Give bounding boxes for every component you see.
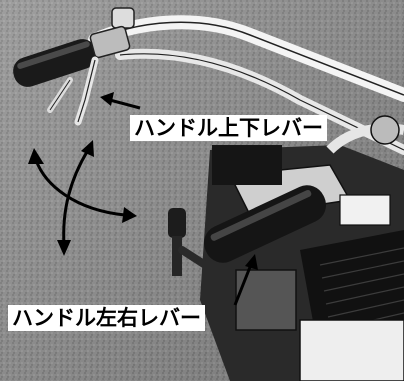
left-right-lever-arrow [233, 254, 258, 306]
handle-up-down-lever-label: ハンドル上下レバー [130, 115, 327, 141]
lower-handle-grip [203, 185, 327, 263]
left-right-lever [168, 208, 214, 276]
up-down-lever-arrow [100, 92, 141, 110]
handle-left-right-lever-label: ハンドル左右レバー [8, 305, 205, 331]
movement-arrowheads [28, 140, 137, 256]
engine-body [200, 115, 404, 381]
upper-handle-grip [13, 25, 131, 87]
movement-direction-arrows [34, 148, 127, 247]
up-down-lever [47, 56, 99, 126]
